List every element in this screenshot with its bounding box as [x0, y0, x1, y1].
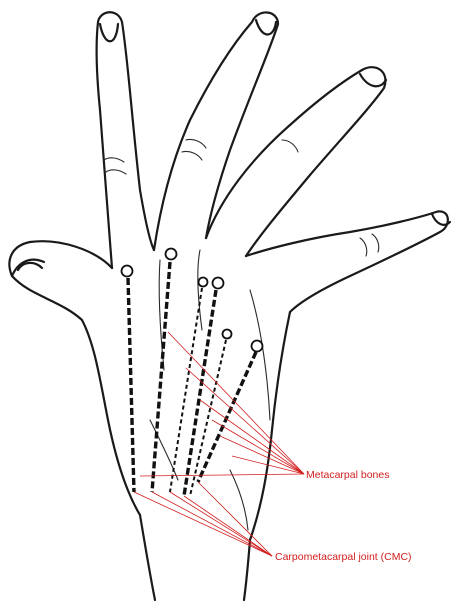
bone-head-5	[223, 330, 232, 339]
metacarpal-bone-6	[198, 352, 256, 482]
bone-head-2	[166, 249, 177, 260]
metacarpal-bone-2	[152, 262, 170, 492]
bone-head-3	[199, 278, 208, 287]
label-metacarpal-bones: Metacarpal bones	[306, 469, 389, 481]
hand-outline	[9, 12, 450, 600]
metacarpal-bone-5	[190, 340, 226, 496]
bone-head-6	[252, 341, 263, 352]
cmc-leader-lines	[134, 482, 272, 556]
label-cmc-joint: Carpometacarpal joint (CMC)	[275, 551, 412, 563]
bone-head-4	[213, 278, 224, 289]
metacarpal-bone-3	[170, 288, 202, 492]
metacarpal-bone-4	[184, 290, 216, 496]
metacarpal-bone-1	[128, 278, 134, 492]
bone-head-1	[122, 266, 133, 277]
metacarpal-bones	[122, 249, 263, 497]
